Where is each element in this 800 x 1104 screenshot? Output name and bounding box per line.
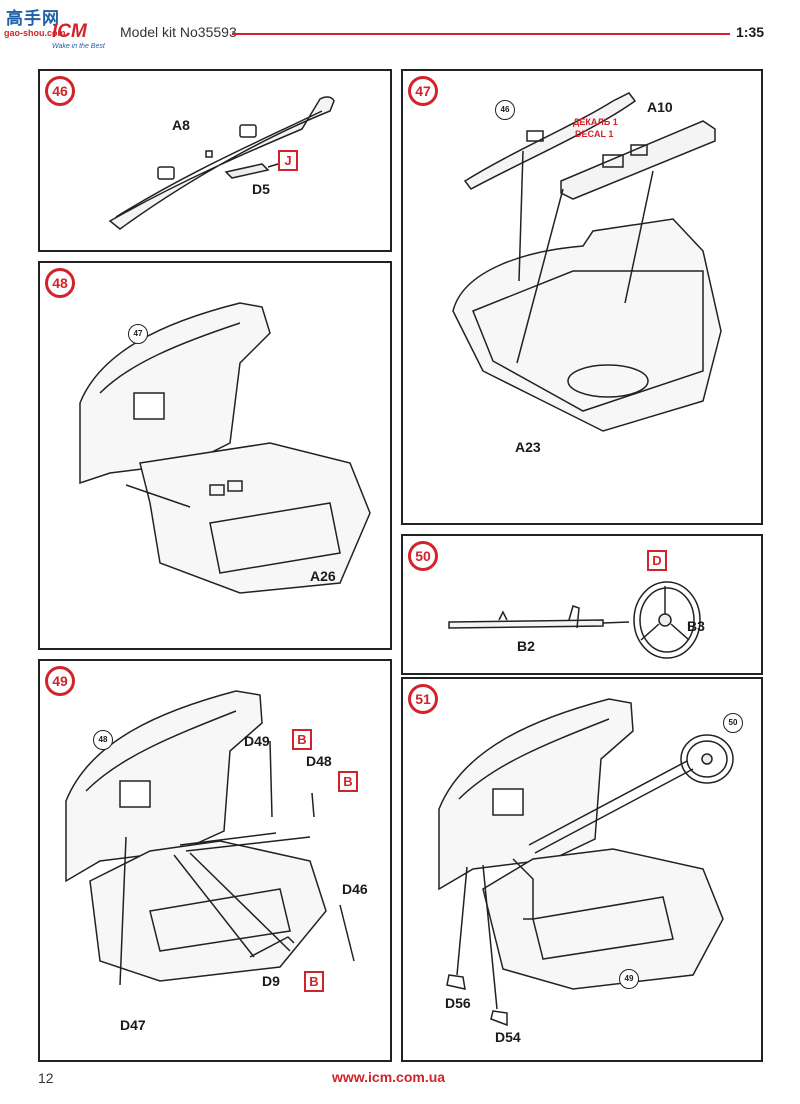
paint-code-d: D [647, 550, 667, 571]
step-48-ref-circle: 47 [128, 324, 148, 344]
decal-label-ru: ДЕКАЛЬ 1 [573, 117, 618, 127]
step-47-panel: 47 46 A10 ДЕКАЛЬ 1 DECAL 1 A23 [401, 69, 763, 525]
logo-cn-text: 高手网 [6, 9, 60, 29]
step-48-badge: 48 [45, 268, 75, 298]
step-46-panel: 46 A8 D5 J [38, 69, 392, 252]
step-51-badge: 51 [408, 684, 438, 714]
part-a10: A10 [647, 99, 673, 115]
step-51-panel: 51 50 49 D56 D54 [401, 677, 763, 1062]
step-51-ref-circle-50: 50 [723, 713, 743, 733]
step-47-badge: 47 [408, 76, 438, 106]
step-49-ref-circle: 48 [93, 730, 113, 750]
step-47-drawing [452, 92, 722, 432]
brand-logo: 高手网 gao-shou.com ICM Wake in the Best [4, 4, 112, 58]
step-51-drawing [438, 698, 734, 1027]
paint-code-b-d48: B [338, 771, 358, 792]
part-a26: A26 [310, 568, 336, 584]
part-d5: D5 [252, 181, 270, 197]
part-b3: B3 [687, 618, 705, 634]
logo-url-text: gao-shou.com [4, 28, 66, 38]
header-rule [232, 33, 730, 35]
step-49-panel: 49 48 D49 B D48 B D46 D9 B D47 [38, 659, 392, 1062]
paint-code-b-d9: B [304, 971, 324, 992]
logo-brand-text: ICM [52, 21, 87, 42]
logo-tagline: Wake in the Best [52, 43, 105, 50]
part-d48: D48 [306, 753, 332, 769]
part-a8: A8 [172, 117, 190, 133]
step-49-drawing [65, 690, 355, 986]
decal-label-en: DECAL 1 [575, 129, 614, 139]
step-50-panel: 50 D B2 B3 [401, 534, 763, 675]
website-link[interactable]: www.icm.com.ua [332, 1069, 446, 1085]
step-46-badge: 46 [45, 76, 75, 106]
step-50-badge: 50 [408, 541, 438, 571]
part-d9: D9 [262, 973, 280, 989]
step-47-ref-circle: 46 [495, 100, 515, 120]
scale-label: 1:35 [736, 24, 765, 40]
part-a23: A23 [515, 439, 541, 455]
part-d54: D54 [495, 1029, 521, 1045]
step-49-badge: 49 [45, 666, 75, 696]
part-d47: D47 [120, 1017, 146, 1033]
step-51-ref-circle-49: 49 [619, 969, 639, 989]
paint-code-j: J [278, 150, 298, 171]
step-48-drawing [79, 302, 371, 594]
part-d49: D49 [244, 733, 270, 749]
model-title: Model kit No35593 [120, 24, 237, 40]
part-b2: B2 [517, 638, 535, 654]
paint-code-b-d49: B [292, 729, 312, 750]
part-d56: D56 [445, 995, 471, 1011]
step-48-panel: 48 47 A26 [38, 261, 392, 650]
step-50-drawing [448, 581, 701, 659]
part-d46: D46 [342, 881, 368, 897]
page-header: 高手网 gao-shou.com ICM Wake in the Best Mo… [0, 0, 800, 60]
step-46-drawing [108, 96, 335, 230]
page-number: 12 [38, 1070, 54, 1086]
